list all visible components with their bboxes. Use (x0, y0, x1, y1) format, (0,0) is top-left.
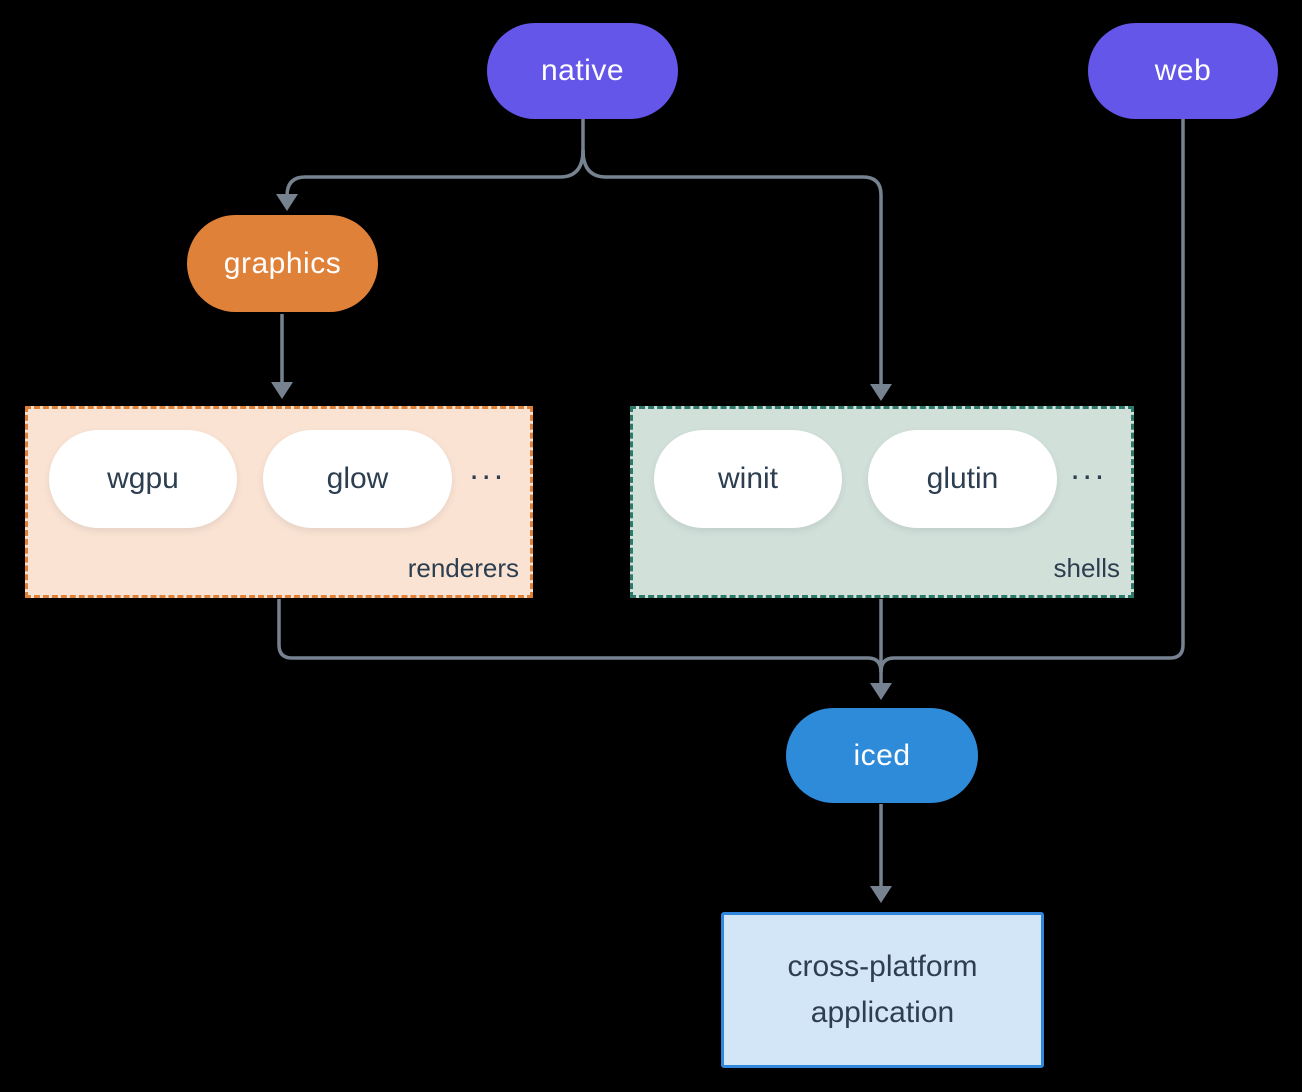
ellipsis-shells: ... (1070, 449, 1107, 486)
group-renderers-label: renderers (407, 553, 519, 583)
node-glutin: glutin (868, 430, 1057, 528)
group-shells-label: shells (1053, 553, 1120, 583)
ellipsis-renderers: ... (469, 449, 506, 486)
group-renderers: wgpu glow ... renderers (25, 406, 533, 598)
app-box-line1: cross-platform (787, 950, 978, 983)
node-graphics: graphics (187, 215, 378, 312)
arrowhead-renderers (271, 382, 293, 399)
arrowhead-iced (870, 683, 892, 700)
node-graphics-label: graphics (223, 246, 342, 280)
node-glutin-label: glutin (926, 462, 999, 495)
arrowhead-shells (870, 384, 892, 401)
node-winit-label: winit (717, 462, 778, 495)
arrowhead-application (870, 886, 892, 903)
node-native: native (487, 23, 678, 119)
app-box-line2: application (810, 996, 955, 1029)
edge-renderers-iced (277, 599, 883, 673)
node-iced-label: iced (853, 738, 911, 772)
node-web: web (1088, 23, 1278, 119)
node-winit: winit (654, 430, 842, 528)
node-glow: glow (263, 430, 452, 528)
node-glow-label: glow (326, 462, 389, 495)
arrowhead-graphics (276, 194, 298, 211)
node-web-label: web (1154, 54, 1212, 87)
node-iced: iced (786, 708, 978, 803)
node-native-label: native (540, 54, 625, 87)
edge-native-graphics (285, 149, 585, 197)
node-wgpu: wgpu (49, 430, 237, 528)
group-shells: winit glutin ... shells (630, 406, 1134, 598)
edge-native-shells (581, 149, 883, 386)
node-cross-platform-application: cross-platform application (721, 912, 1044, 1068)
node-wgpu-label: wgpu (107, 462, 179, 495)
